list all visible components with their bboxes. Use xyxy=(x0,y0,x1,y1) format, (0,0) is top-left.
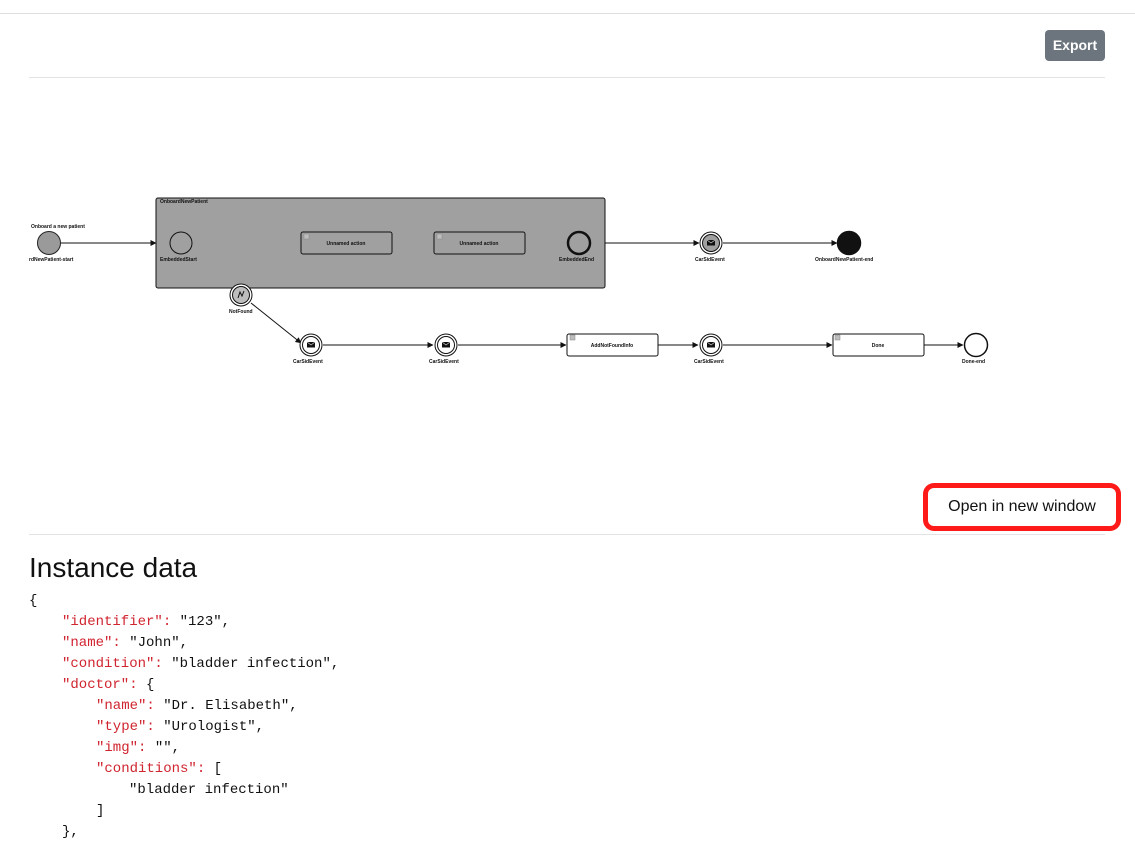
json-line-doctor-conditions: "conditions": [ xyxy=(29,759,339,780)
start-title: Onboard a new patient xyxy=(31,224,85,230)
event-bottom-2-label: CarSidEvent xyxy=(429,359,459,365)
json-value: [ xyxy=(205,761,223,777)
json-line-doctor-type: "type": "Urologist", xyxy=(29,717,339,738)
json-line-doctor-close: }, xyxy=(62,824,79,840)
json-value: "", xyxy=(146,740,181,756)
json-key: "name": xyxy=(96,698,155,714)
message-event-top[interactable] xyxy=(699,231,723,255)
json-line-conditions-close: ] xyxy=(96,803,105,819)
json-value: "John", xyxy=(120,635,189,651)
message-event-bottom-3[interactable] xyxy=(699,333,723,357)
action-1-label: Unnamed action xyxy=(327,241,366,247)
envelope-icon xyxy=(706,341,716,348)
flow-not-found-to-event xyxy=(250,302,302,344)
message-event-bottom-2[interactable] xyxy=(434,333,458,357)
json-key: "conditions": xyxy=(96,761,206,777)
task-box[interactable] xyxy=(566,333,659,357)
task-unnamed-action-1[interactable]: Unnamed action xyxy=(300,231,393,255)
task-type-icon xyxy=(569,334,576,341)
envelope-icon xyxy=(706,239,716,246)
boundary-event-label: NotFound xyxy=(229,309,253,315)
task-box[interactable] xyxy=(300,231,393,255)
task-done-label: Done xyxy=(872,343,885,349)
event-bottom-3-label: CarSidEvent xyxy=(694,359,724,365)
json-line-doctor: "doctor": { xyxy=(29,675,339,696)
json-key: "identifier": xyxy=(62,614,172,630)
json-key: "type": xyxy=(96,719,155,735)
json-line-name: "name": "John", xyxy=(29,633,339,654)
embedded-end-event[interactable] xyxy=(566,230,592,256)
subprocess-onboard[interactable]: OnboardNewPatient EmbeddedStart Unnamed … xyxy=(155,197,606,289)
json-key: "img": xyxy=(96,740,147,756)
json-line-doctor-img: "img": "", xyxy=(29,738,339,759)
embedded-end-label: EmbeddedEnd xyxy=(559,257,594,263)
export-button[interactable]: Export xyxy=(1045,30,1105,61)
message-event-bottom-1[interactable] xyxy=(299,333,323,357)
json-value: "Dr. Elisabeth", xyxy=(154,698,298,714)
json-value: "Urologist", xyxy=(154,719,265,735)
lightning-icon xyxy=(237,290,245,299)
json-value: "123", xyxy=(171,614,231,630)
task-done[interactable]: Done xyxy=(832,333,925,357)
subprocess-label: OnboardNewPatient xyxy=(160,199,208,205)
toolbar-divider xyxy=(29,77,1105,78)
done-end-label: Done-end xyxy=(962,359,985,365)
json-open-brace: { xyxy=(29,593,38,609)
instance-data-heading: Instance data xyxy=(29,552,198,583)
process-diagram: Onboard a new patient rdNewPatient-start… xyxy=(29,197,989,365)
json-key: "doctor": xyxy=(62,677,138,693)
envelope-icon xyxy=(306,341,316,348)
end-event-top[interactable] xyxy=(836,230,862,256)
start-event[interactable] xyxy=(37,231,61,255)
section-divider xyxy=(29,534,1105,535)
end-top-label: OnboardNewPatient-end xyxy=(815,257,873,263)
task-unnamed-action-2[interactable]: Unnamed action xyxy=(433,231,526,255)
event-top-label: CarSidEvent xyxy=(695,257,725,263)
task-add-not-found-info[interactable]: AddNotFoundInfo xyxy=(566,333,659,357)
task-box[interactable] xyxy=(433,231,526,255)
top-divider xyxy=(0,13,1135,14)
json-key: "condition": xyxy=(62,656,163,672)
task-type-icon xyxy=(834,334,841,341)
embedded-start-label: EmbeddedStart xyxy=(160,257,197,263)
task-box[interactable] xyxy=(832,333,925,357)
json-value: "bladder infection", xyxy=(162,656,340,672)
task-not-found-label: AddNotFoundInfo xyxy=(591,343,633,349)
json-line-condition-item: "bladder infection" xyxy=(129,782,289,798)
json-line-doctor-name: "name": "Dr. Elisabeth", xyxy=(29,696,339,717)
task-type-icon xyxy=(303,233,310,240)
json-line-condition: "condition": "bladder infection", xyxy=(29,654,339,675)
open-in-new-window-button[interactable]: Open in new window xyxy=(928,488,1116,526)
json-value: { xyxy=(137,677,155,693)
instance-json-view: { "identifier": "123", "name": "John", "… xyxy=(29,591,339,843)
event-bottom-1-label: CarSidEvent xyxy=(293,359,323,365)
embedded-start-event[interactable] xyxy=(169,231,193,255)
done-end-event[interactable] xyxy=(963,332,989,358)
envelope-icon xyxy=(441,341,451,348)
start-id: rdNewPatient-start xyxy=(29,257,74,263)
json-key: "name": xyxy=(62,635,121,651)
action-2-label: Unnamed action xyxy=(460,241,499,247)
boundary-event-not-found[interactable] xyxy=(229,283,253,307)
task-type-icon xyxy=(436,233,443,240)
json-line-identifier: "identifier": "123", xyxy=(29,612,339,633)
